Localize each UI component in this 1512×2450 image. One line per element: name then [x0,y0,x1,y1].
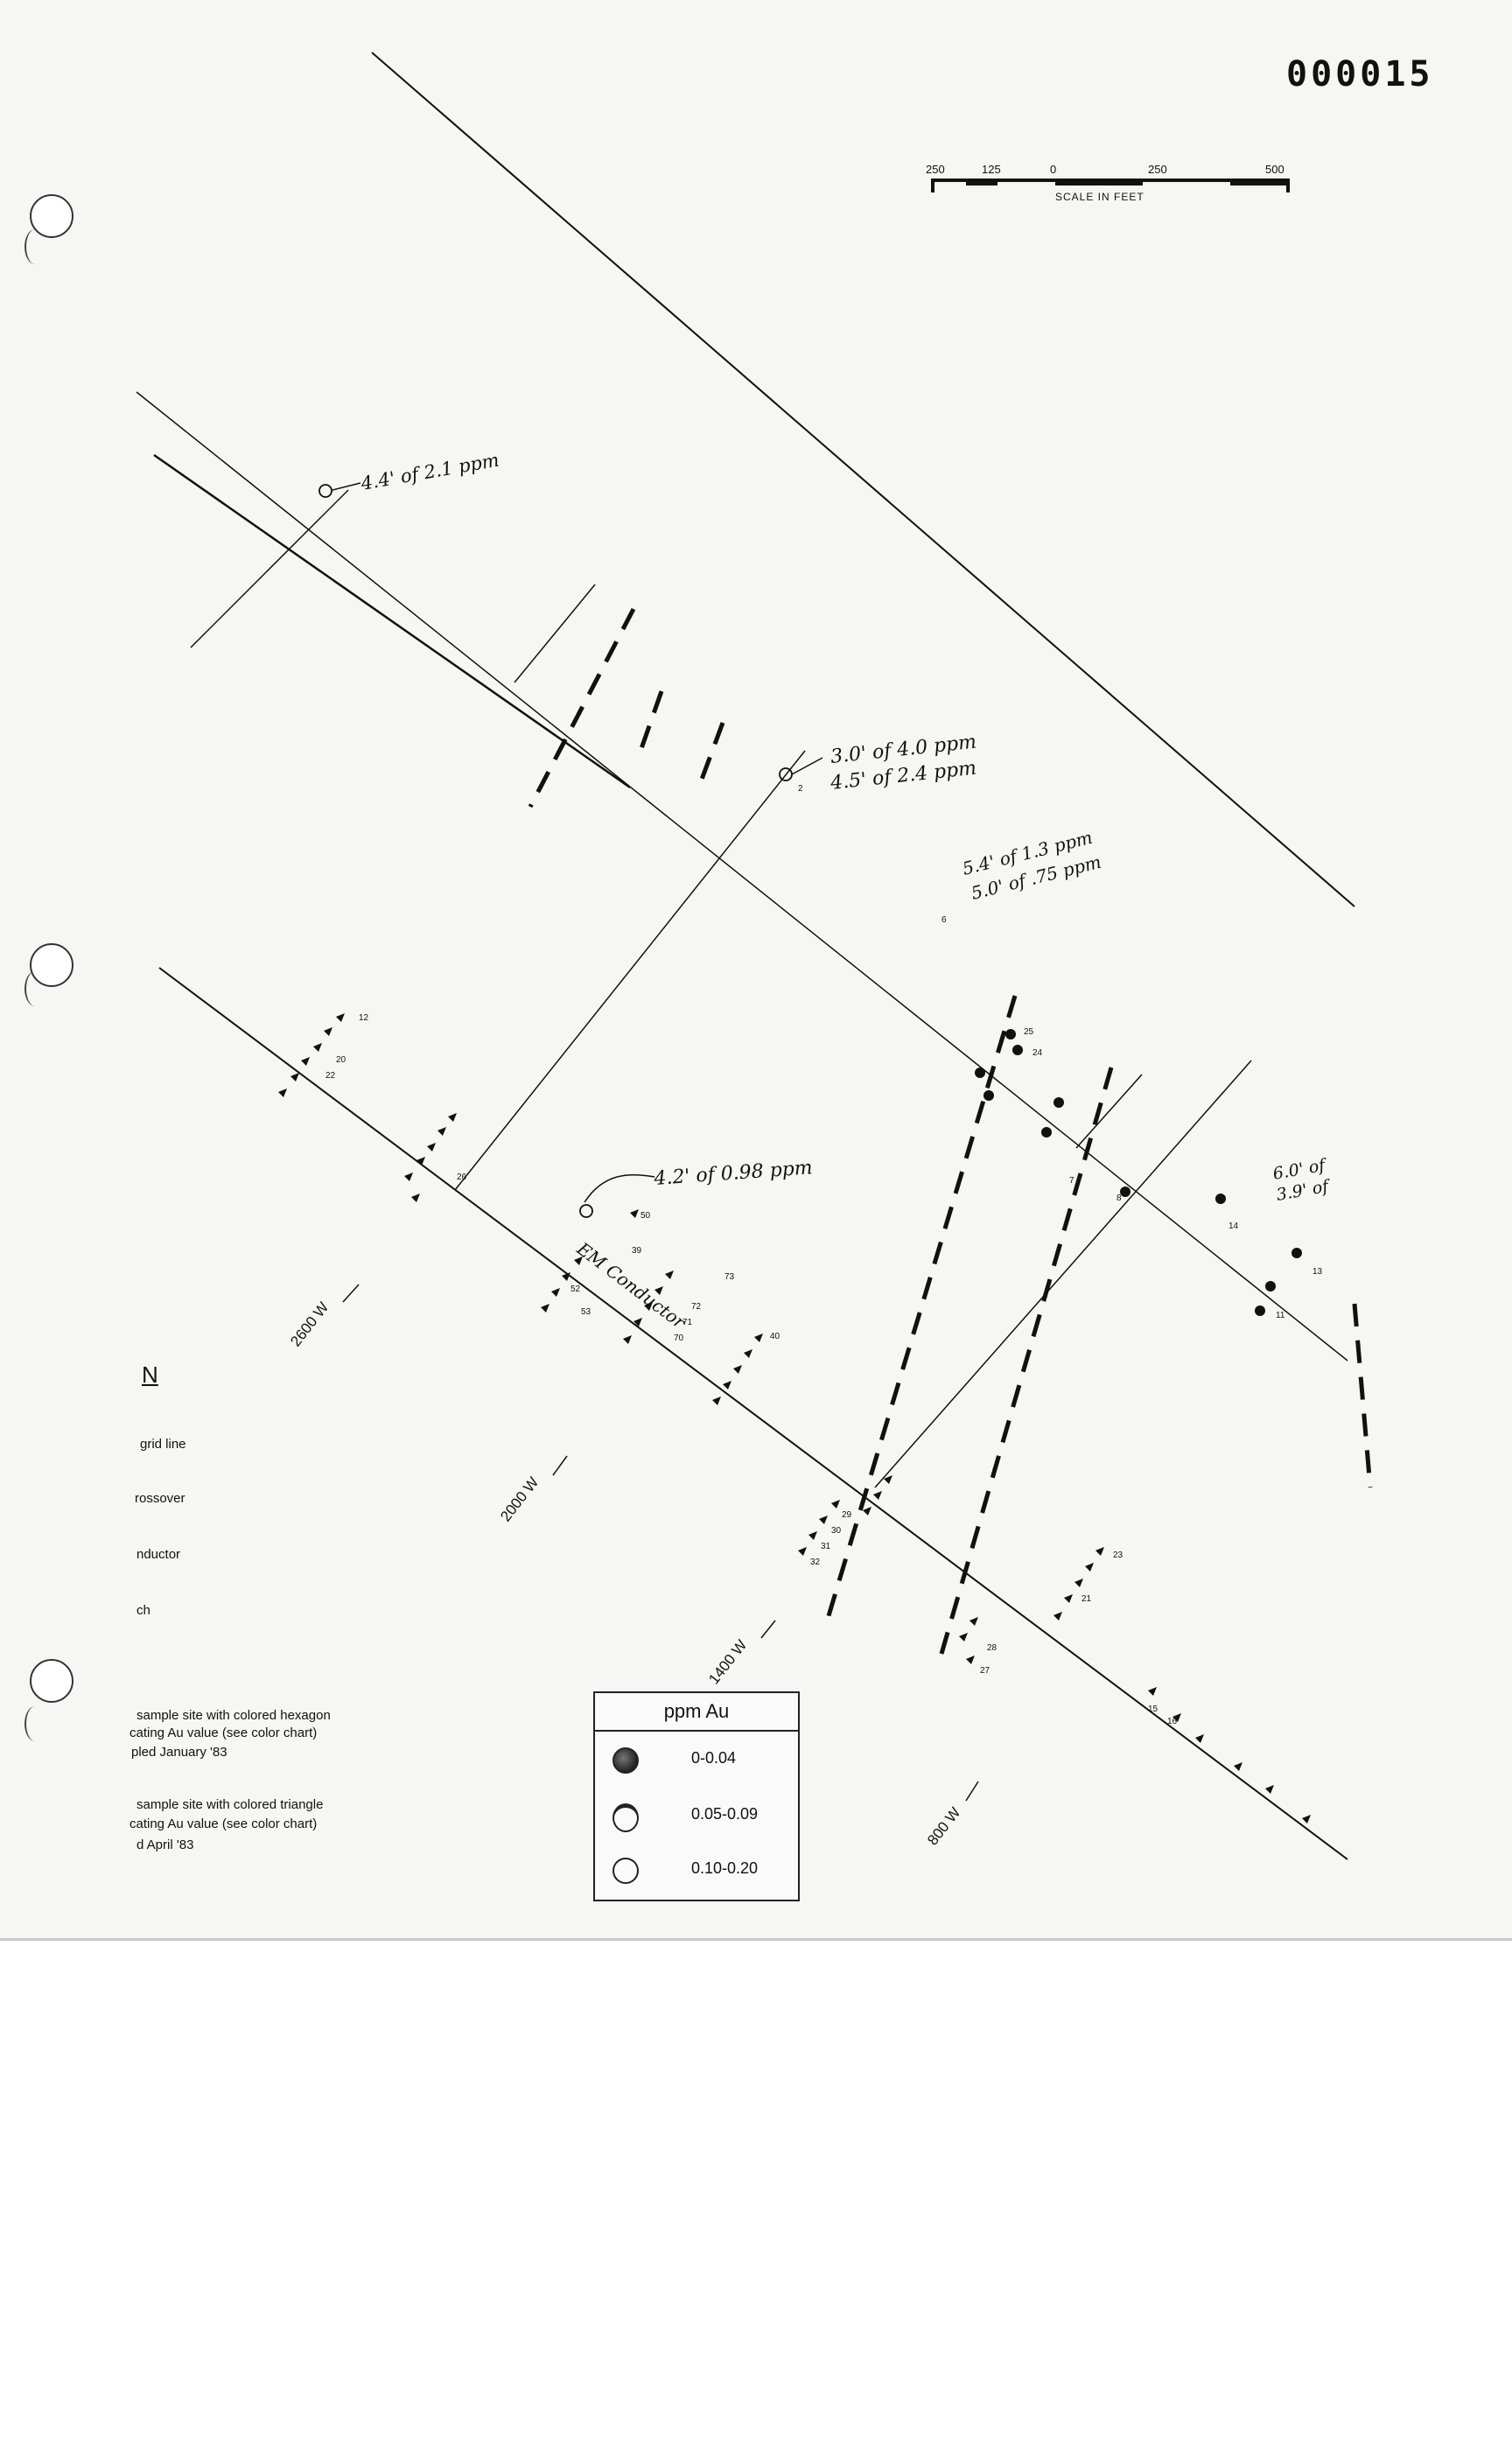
sample-label: 70 [674,1334,684,1343]
sample-label: 12 [359,1013,369,1023]
sample-label: 72 [691,1302,702,1312]
legend-triangle-note: d April '83 [136,1838,194,1852]
sample-label: 15 [1148,1704,1158,1714]
binder-hole [30,194,74,238]
au-range: 0-0.04 [691,1749,737,1767]
sample-label: 2 [798,784,803,794]
assay-note: 4.2' of 0.98 ppm [653,1157,814,1190]
sample-label: 52 [570,1284,581,1294]
sample-label: 11 [1276,1311,1285,1320]
scale-tick-label: 500 [1265,163,1284,176]
sample-label: 26 [457,1172,467,1182]
sample-label: 25 [1024,1027,1034,1037]
binder-hole-tear [24,1706,46,1741]
legend-item: ch [136,1603,150,1618]
scale-tick-label: 250 [1148,163,1167,176]
legend-triangle-note: cating Au value (see color chart) [130,1816,318,1831]
geochemical-map: 12 20 22 25 24 26 50 39 52 53 73 72 71 7… [136,52,1373,1860]
sample-label: 40 [770,1332,780,1341]
conductor-traces [528,607,1373,1655]
sample-label: 23 [1113,1550,1124,1560]
trench-line [153,453,631,789]
cross-line [454,750,806,1191]
sample-label: 16 [1167,1717,1178,1726]
legend-triangle-note: sample site with colored triangle [136,1797,324,1812]
road-line [371,52,1355,907]
north-arrow-label: N [142,1362,158,1388]
scale-bar-graphic [931,178,1290,192]
cross-line [190,489,349,648]
scale-tick-label: 250 [926,163,945,176]
assay-note: 4.4' of 2.1 ppm [359,450,501,495]
sample-label: 39 [632,1246,642,1256]
sample-label: 28 [987,1643,998,1653]
sample-label: 31 [821,1542,831,1551]
au-legend-table: ppm Au 0-0.04 0.05-0.09 0.10-0.20 [593,1691,800,1901]
binder-hole [30,1659,74,1703]
filled-hexagon-icon [612,1747,639,1774]
sample-label: 30 [831,1526,842,1536]
open-sample-sites [318,484,793,1218]
legend-hexagon-note: sample site with colored hexagon [136,1708,331,1723]
scale-caption: SCALE IN FEET [1055,191,1144,203]
au-range: 0.10-0.20 [691,1859,759,1877]
sample-number-labels: 12 20 22 25 24 26 50 39 52 53 73 72 71 7… [326,784,1323,1726]
scale-tick-label: 125 [982,163,1001,176]
sample-label: 21 [1082,1594,1092,1604]
scale-bar: 250 125 0 250 500 SCALE IN FEET [926,163,1293,215]
sample-label: 6 [942,915,947,925]
open-hexagon-icon [612,1858,639,1884]
sample-label: 8 [1116,1194,1122,1203]
grid-label-2600w: 2600 W [287,1299,332,1350]
cross-line [514,584,596,683]
document-number: 000015 [1286,54,1434,94]
triangle-sample-sites [278,1013,1311,1824]
sample-label: 27 [980,1666,990,1676]
sample-label: 71 [682,1318,693,1327]
sample-label: 13 [1312,1267,1323,1277]
au-row: 0.05-0.09 [595,1788,798,1840]
sample-label: 32 [810,1558,821,1567]
binder-hole-tear [24,229,46,264]
main-grid-line [158,967,1348,1860]
assay-annotations: 4.4' of 2.1 ppm 3.0' of 4.0 ppm 4.5' of … [332,450,1333,1334]
sample-label: 14 [1228,1222,1239,1231]
au-row: 0-0.04 [595,1732,798,1784]
grid-label-2000w: 2000 W [497,1474,542,1525]
legend-hexagon-note: cating Au value (see color chart) [130,1726,318,1740]
sample-label: 50 [640,1211,651,1221]
au-range: 0.05-0.09 [691,1805,759,1823]
sample-label: 53 [581,1307,592,1317]
legend-item: grid line [140,1437,186,1452]
sample-label: 7 [1069,1176,1074,1186]
au-table-header: ppm Au [595,1693,798,1732]
sample-label: 24 [1032,1048,1043,1058]
legend-hexagon-note: pled January '83 [131,1745,228,1760]
partial-hexagon-icon [612,1803,639,1832]
hexagon-sample-sites [975,1029,1302,1316]
scale-tick-label: 0 [1050,163,1057,176]
sample-label: 22 [326,1071,336,1081]
sample-label: 29 [842,1510,852,1520]
cross-line [874,1060,1252,1488]
legend-item: nductor [136,1547,181,1562]
sample-label: 20 [336,1055,346,1065]
grid-label-1400w: 1400 W [705,1637,750,1688]
cross-line [1075,1074,1143,1149]
grid-label-800w: 800 W [924,1804,963,1848]
legend-item: rossover [135,1491,186,1506]
binder-hole-tear [24,971,46,1006]
map-sheet: 12 20 22 25 24 26 50 39 52 53 73 72 71 7… [0,0,1512,1941]
binder-hole [30,943,74,987]
baseline-line [136,391,1348,1362]
au-row: 0.10-0.20 [595,1842,798,1894]
sample-label: 73 [724,1272,735,1282]
